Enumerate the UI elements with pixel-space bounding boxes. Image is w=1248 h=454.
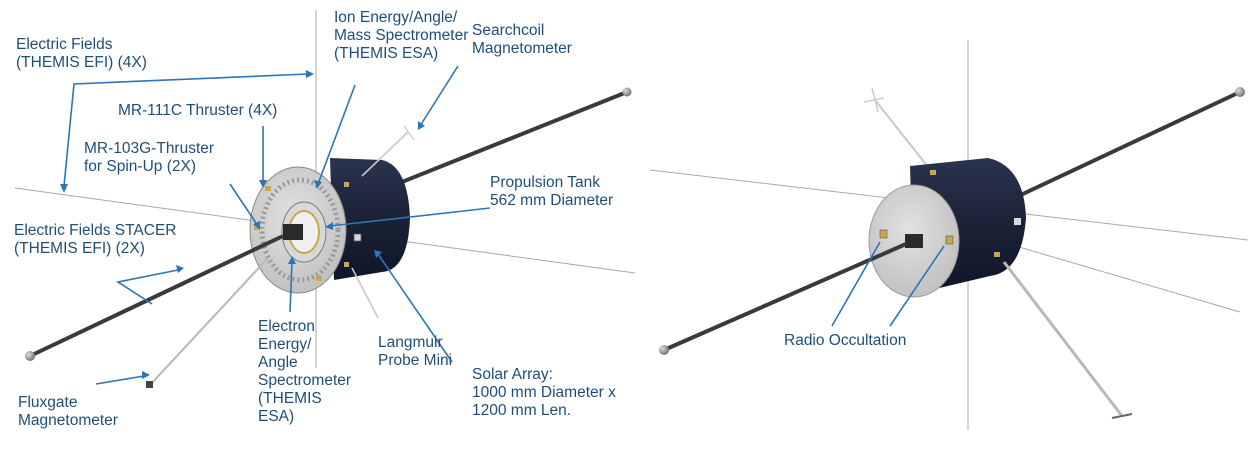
spacecraft-body xyxy=(330,158,410,280)
label-fluxgate: Fluxgate Magnetometer xyxy=(18,394,118,429)
right-searchcoil-boom xyxy=(874,99,933,173)
right-searchcoil-tip-2 xyxy=(871,87,879,113)
right-thruster-2 xyxy=(994,252,1000,257)
arrow-mr111c xyxy=(259,180,267,188)
center-hub xyxy=(283,224,303,240)
searchcoil-tip xyxy=(403,125,415,141)
right-boom-front xyxy=(663,242,907,352)
right-spacecraft xyxy=(649,40,1248,430)
leader-propulsion xyxy=(329,207,491,227)
boom-back xyxy=(371,90,628,196)
fluxgate-boom xyxy=(149,257,269,386)
fluxgate-sensor xyxy=(146,381,153,388)
right-lower-boom xyxy=(1002,261,1124,417)
leader-fluxgate xyxy=(95,375,145,385)
leader-mr103g xyxy=(229,183,259,227)
searchcoil-boom xyxy=(361,131,409,177)
label-efi-stacer: Electric Fields STACER (THEMIS EFI) (2X) xyxy=(14,222,177,257)
radiator-fins xyxy=(259,177,341,283)
arrow-propulsion xyxy=(325,222,333,230)
thruster-front-1 xyxy=(265,186,271,191)
leader-lines-left xyxy=(63,65,491,385)
boom-tip-front xyxy=(25,351,35,361)
leader-radio-1 xyxy=(831,241,881,327)
leader-solar-array xyxy=(377,253,453,363)
boom-tip-back xyxy=(622,87,632,97)
leader-electron-esa xyxy=(289,261,293,313)
label-radio-occultation: Radio Occultation xyxy=(784,332,907,349)
right-searchcoil-tip xyxy=(863,97,885,103)
radio-occultation-antenna-2 xyxy=(945,235,954,245)
label-electron-esa: Electron Energy/ Angle Spectrometer (THE… xyxy=(258,318,352,425)
label-electric-fields-efi: Electric Fields (THEMIS EFI) (4X) xyxy=(16,36,147,71)
arrow-ion xyxy=(314,180,322,189)
right-side-mount xyxy=(1014,218,1021,225)
leader-lines-right xyxy=(831,241,945,327)
langmuir-probe-boom xyxy=(351,267,379,319)
right-boom-tip-back xyxy=(1235,87,1245,97)
left-spacecraft xyxy=(14,10,636,388)
label-solar-array: Solar Array: 1000 mm Diameter x 1200 mm … xyxy=(472,366,616,419)
arrow-efi xyxy=(60,184,68,193)
boom-front xyxy=(29,234,284,358)
label-propulsion-tank: Propulsion Tank 562 mm Diameter xyxy=(490,174,614,209)
right-lower-boom-tip xyxy=(1111,413,1133,419)
leader-ion-esa xyxy=(317,84,356,185)
label-searchcoil: Searchcoil Magnetometer xyxy=(472,22,572,57)
arrow-mr103g xyxy=(253,221,260,230)
right-boom-back xyxy=(1009,90,1241,202)
thruster-top xyxy=(344,182,349,187)
arrow-electron xyxy=(288,256,296,264)
radio-occultation-antenna-1 xyxy=(879,229,888,239)
arrow-fluxgate xyxy=(142,371,150,379)
leader-stacer xyxy=(115,269,179,305)
thruster-front-3 xyxy=(316,276,322,281)
arrow-searchcoil xyxy=(418,121,425,130)
label-mr103g: MR-103G-Thruster for Spin-Up (2X) xyxy=(84,140,215,175)
label-langmuir: Langmuir Probe Mini xyxy=(378,334,453,369)
leader-searchcoil xyxy=(419,65,459,127)
right-center-hub xyxy=(905,234,923,248)
arrow-solar xyxy=(374,250,382,258)
langmuir-mount xyxy=(353,233,362,242)
label-mr111c: MR-111C Thruster (4X) xyxy=(118,102,278,119)
arrow-efi-2 xyxy=(306,70,314,78)
thruster-bottom xyxy=(344,262,349,267)
leader-radio-2 xyxy=(889,245,945,327)
leader-arrowheads xyxy=(60,70,425,379)
label-ion-esa: Ion Energy/Angle/ Mass Spectrometer (THE… xyxy=(334,9,469,62)
right-thruster-1 xyxy=(930,170,936,175)
right-boom-tip-front xyxy=(659,345,669,355)
arrow-stacer xyxy=(176,265,184,273)
leader-efi xyxy=(63,73,309,187)
